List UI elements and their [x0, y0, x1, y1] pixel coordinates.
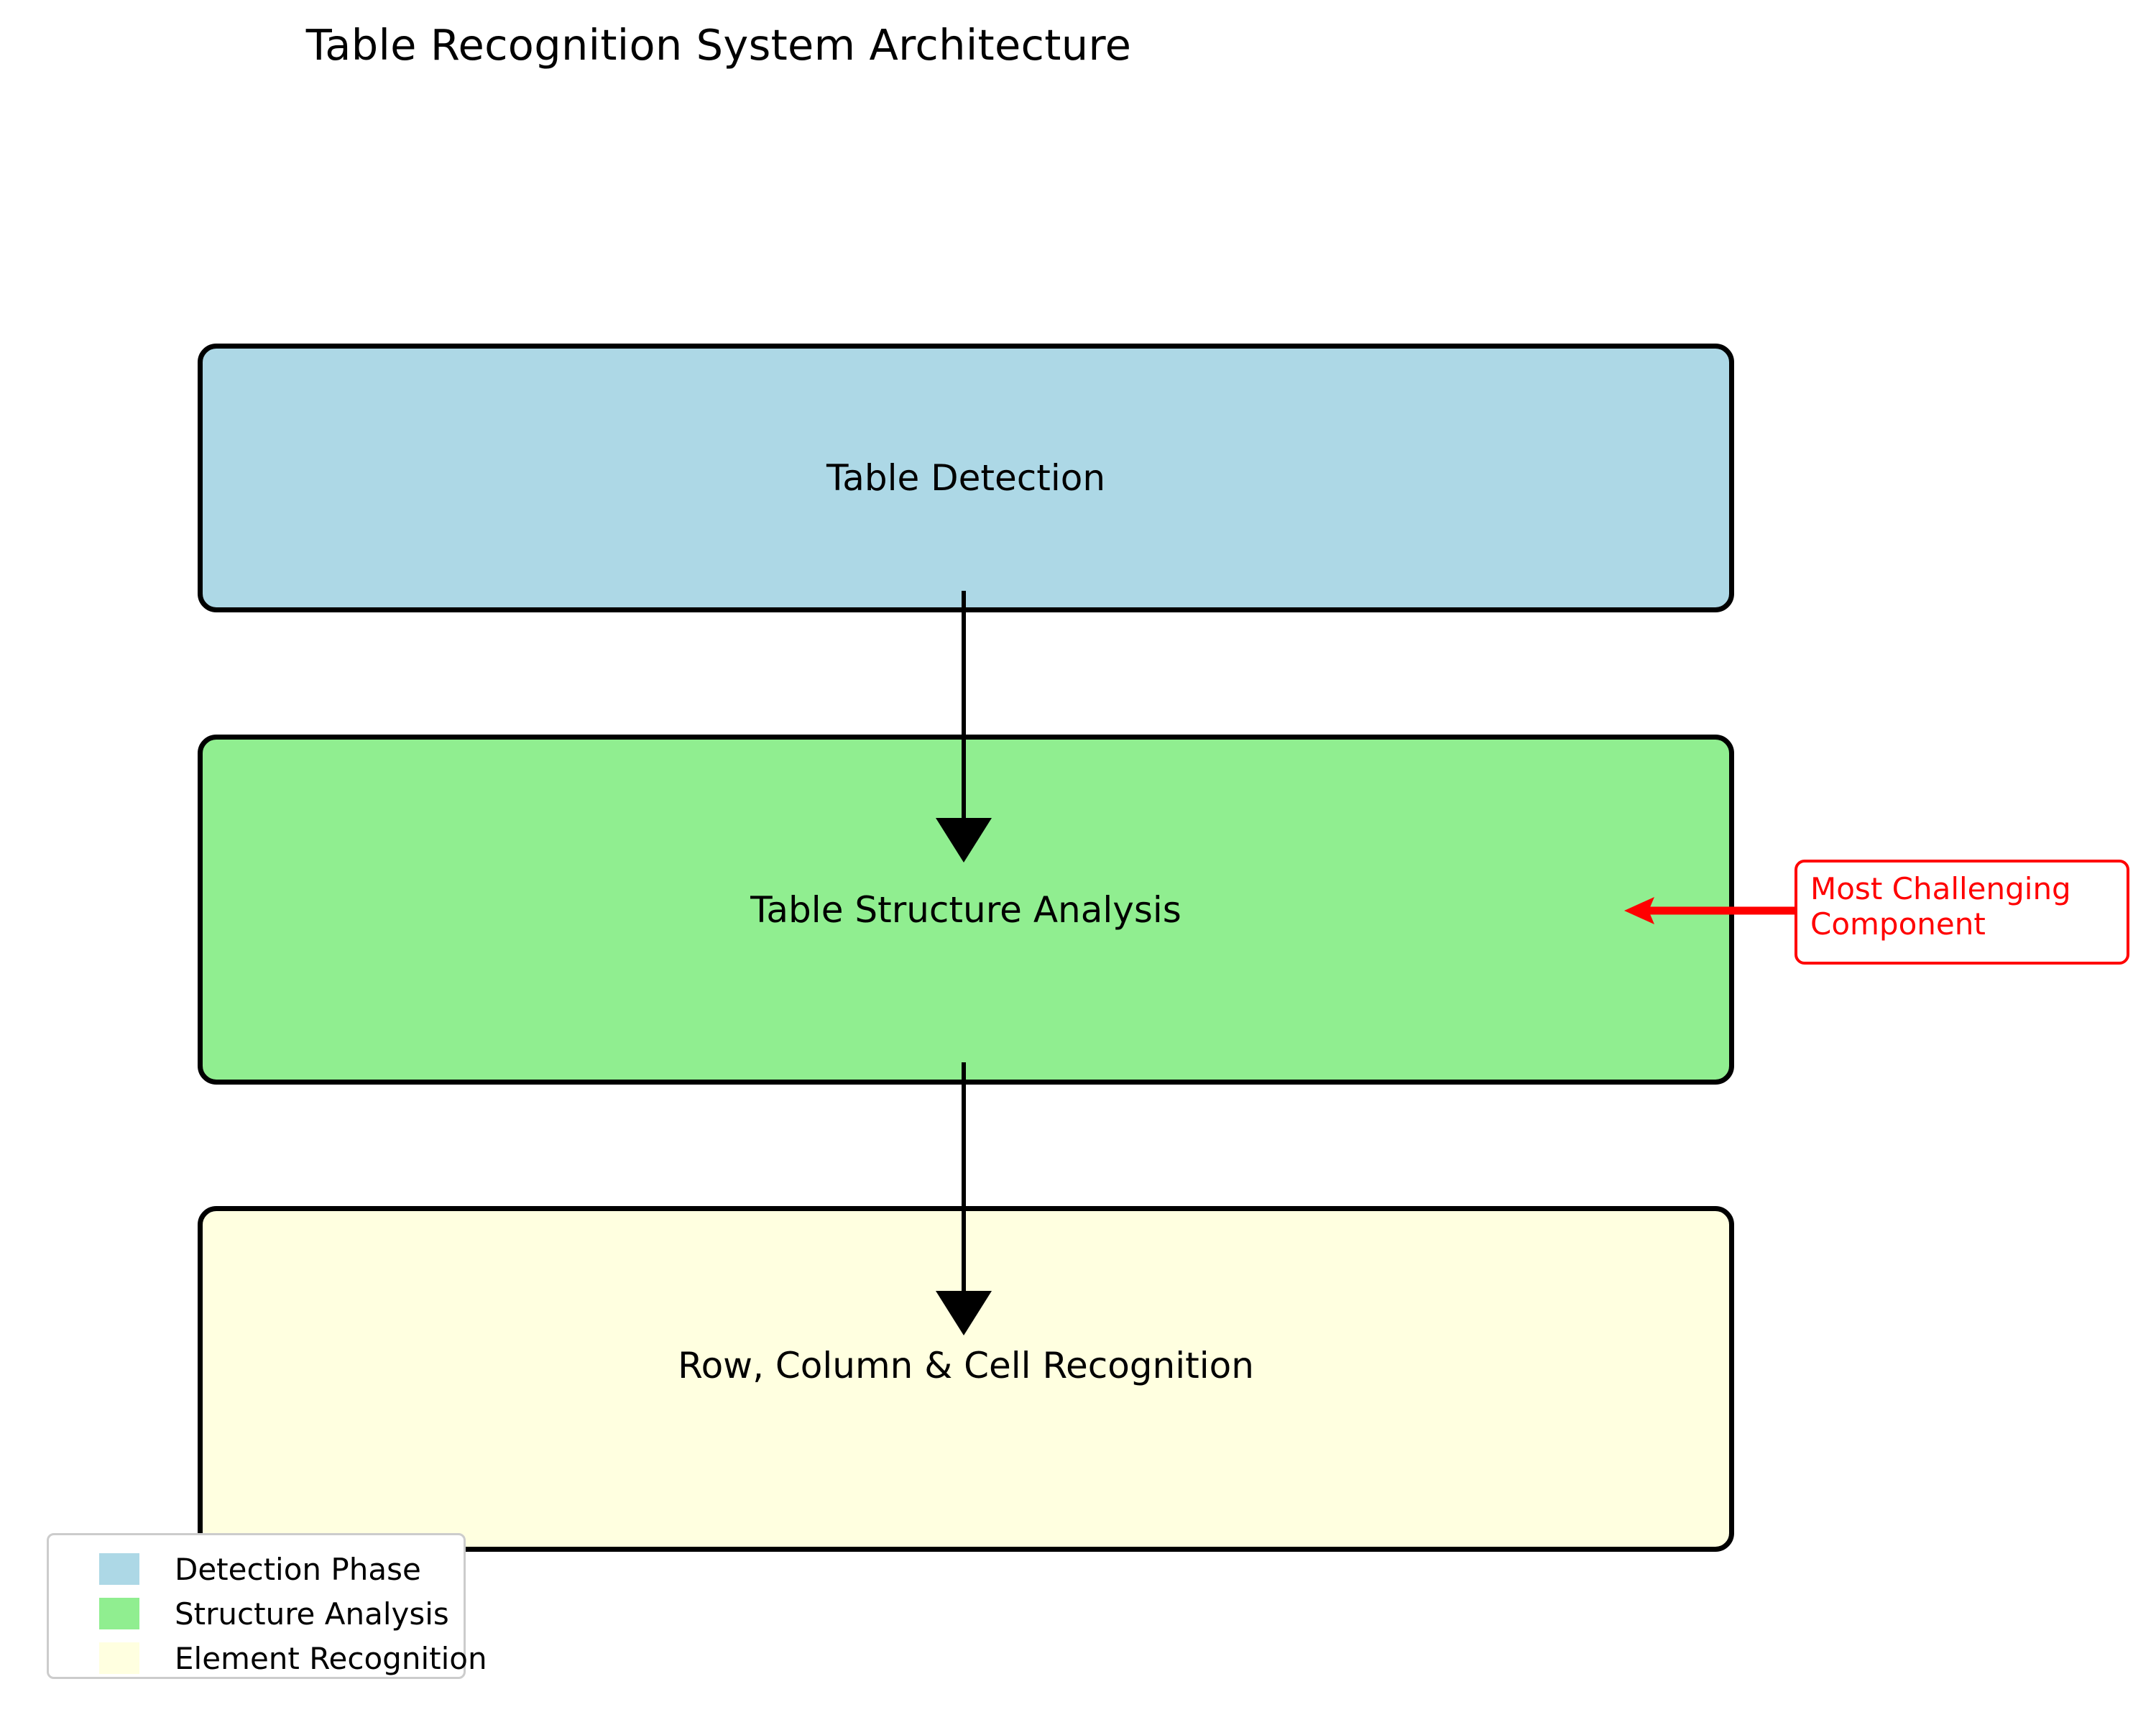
stage-box-table-detection[interactable]: Table Detection	[198, 344, 1734, 612]
annotation-text: Most Challenging Component	[1810, 871, 2071, 942]
stage-box-table-structure-analysis[interactable]: Table Structure Analysis	[198, 735, 1734, 1085]
legend-item-detection-phase[interactable]: Detection Phase	[99, 1547, 464, 1591]
annotation-callout[interactable]: Most Challenging Component	[1795, 860, 2129, 965]
legend-label-element-recognition: Element Recognition	[175, 1640, 487, 1676]
legend-swatch-element-recognition	[99, 1642, 139, 1674]
stage-box-row-column-cell-recognition[interactable]: Row, Column & Cell Recognition	[198, 1206, 1734, 1552]
stage-label-table-structure-analysis: Table Structure Analysis	[750, 888, 1181, 931]
stage-label-row-column-cell-recognition: Row, Column & Cell Recognition	[678, 1344, 1254, 1386]
stage-label-table-detection: Table Detection	[826, 457, 1106, 499]
legend-swatch-detection-phase	[99, 1553, 139, 1585]
legend-label-detection-phase: Detection Phase	[175, 1551, 421, 1587]
page-title: Table Recognition System Architecture	[305, 20, 1132, 70]
legend-item-structure-analysis[interactable]: Structure Analysis	[99, 1591, 464, 1636]
legend-item-element-recognition[interactable]: Element Recognition	[99, 1636, 487, 1680]
legend-swatch-structure-analysis	[99, 1598, 139, 1629]
legend-label-structure-analysis: Structure Analysis	[175, 1596, 449, 1632]
legend: Detection Phase Structure Analysis Eleme…	[47, 1533, 487, 1680]
